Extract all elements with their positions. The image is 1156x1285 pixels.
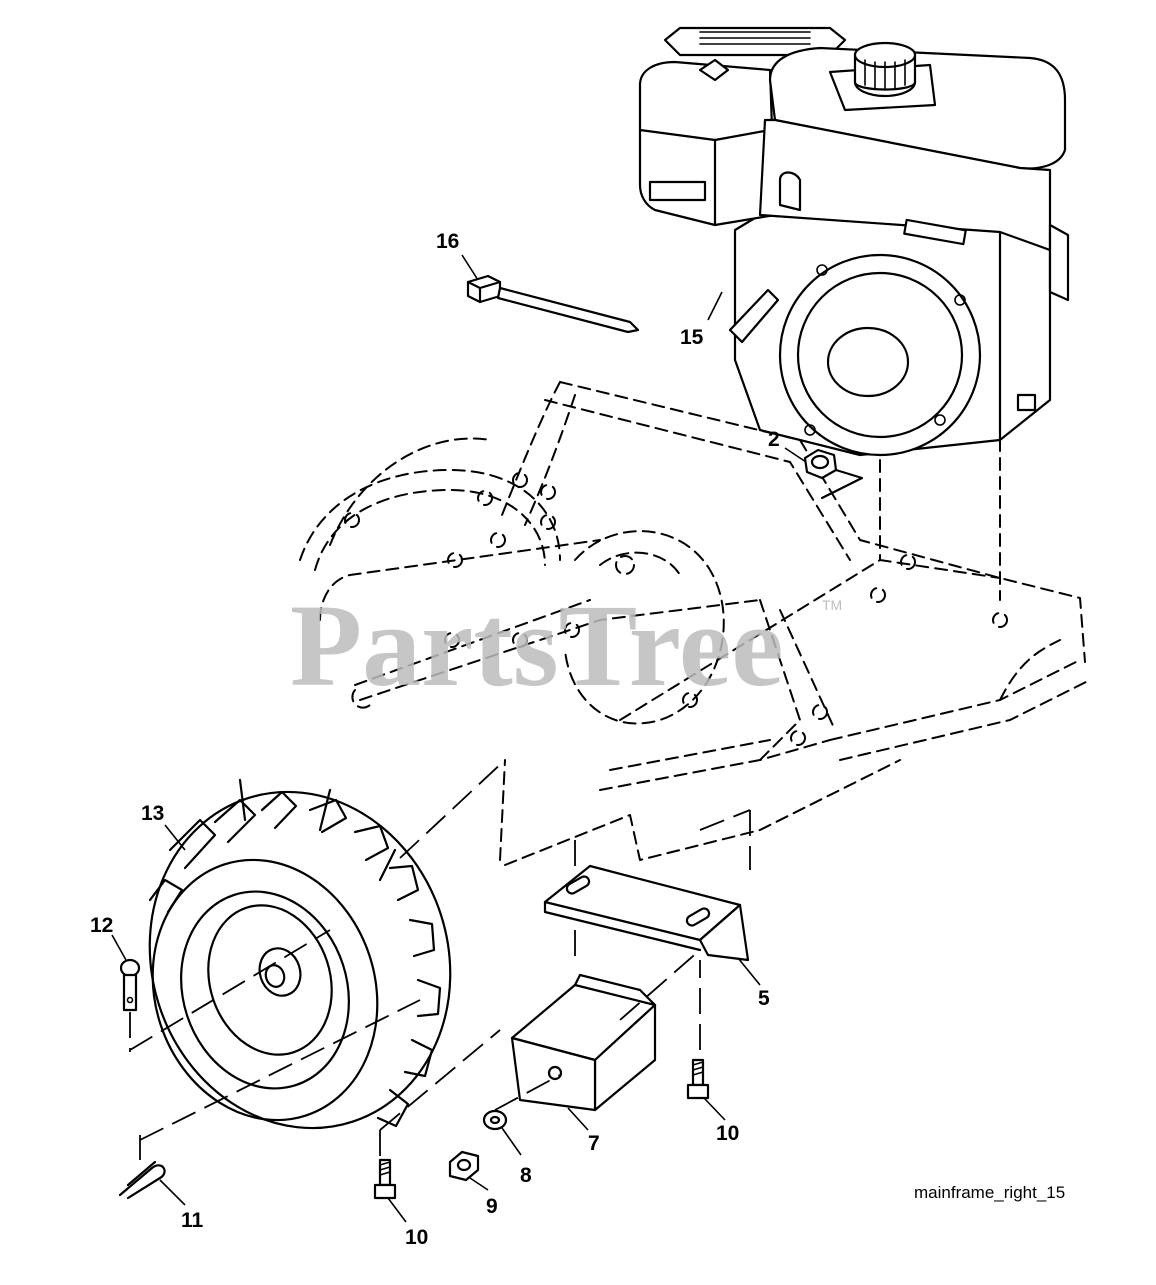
callout-labels: 16 15 2 13 12 5 7 8 9 10 10 11 <box>90 230 780 1249</box>
clevis-pin-part-12[interactable] <box>119 958 141 1012</box>
callout-2: 2 <box>768 428 780 451</box>
engine-part-15[interactable] <box>638 26 1070 457</box>
bolt-part-10-right[interactable] <box>686 1058 710 1100</box>
callout-pointers <box>111 254 807 1223</box>
callout-9: 9 <box>486 1195 498 1218</box>
callout-11: 11 <box>181 1209 204 1232</box>
assembly-leader-lines <box>129 759 751 1160</box>
bracket-part-5[interactable] <box>543 864 750 962</box>
callout-7: 7 <box>588 1132 600 1155</box>
mainframe-phantom <box>299 381 1091 866</box>
callout-13: 13 <box>141 802 164 825</box>
diagram-caption: mainframe_right_15 <box>914 1183 1065 1202</box>
wheel-tire-part-13[interactable] <box>107 753 494 1168</box>
bolt-part-10-left[interactable] <box>373 1158 397 1200</box>
callout-8: 8 <box>520 1164 532 1187</box>
cable-tie-part-16[interactable] <box>466 274 640 334</box>
callout-5: 5 <box>758 987 770 1010</box>
watermark: PartsTree <box>290 580 784 711</box>
callout-12: 12 <box>90 914 113 937</box>
callout-15: 15 <box>680 326 704 349</box>
hex-nut-part-2[interactable] <box>803 448 864 500</box>
washer-part-8[interactable] <box>482 1109 508 1131</box>
watermark-trademark: TM <box>822 597 842 613</box>
weight-block-part-7[interactable] <box>510 973 657 1112</box>
callout-16: 16 <box>436 230 459 253</box>
hairpin-clip-part-11[interactable] <box>118 1160 166 1200</box>
callout-10-left: 10 <box>405 1226 428 1249</box>
callout-10-right: 10 <box>716 1122 739 1145</box>
lock-nut-part-9[interactable] <box>448 1150 480 1182</box>
